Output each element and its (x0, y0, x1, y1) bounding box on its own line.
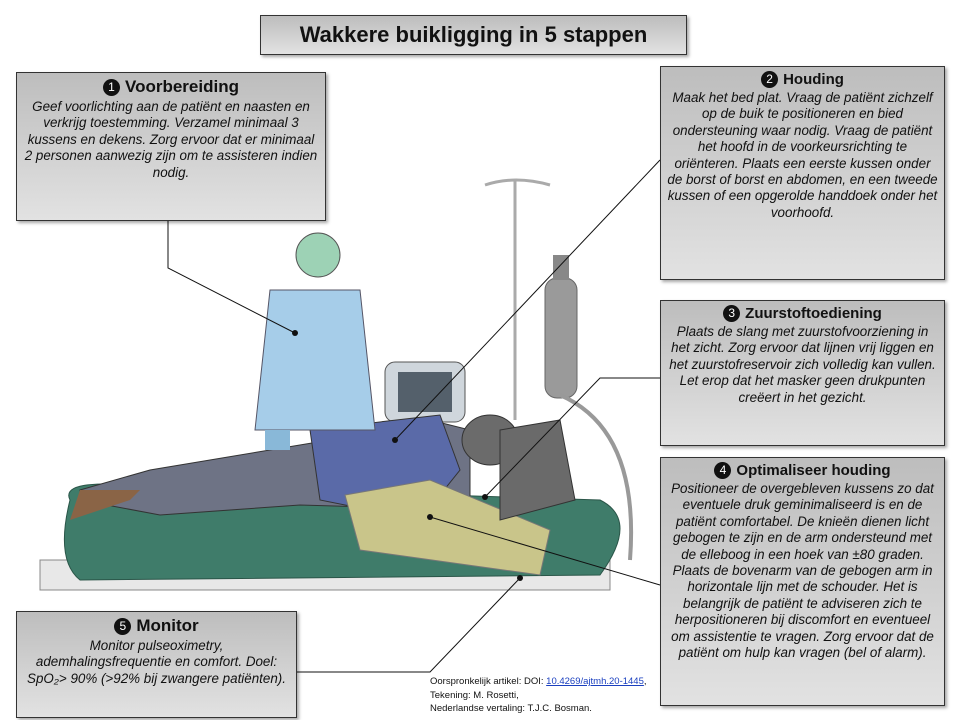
step-heading: Optimaliseer houding (736, 462, 891, 479)
step-number-icon: 3 (723, 305, 741, 322)
step-number-icon: 4 (714, 462, 732, 479)
leader-dots (292, 330, 523, 581)
step-text: Maak het bed plat. Vraag de patiënt zich… (667, 90, 938, 220)
iv-pole (484, 178, 551, 420)
step-text: Monitor pulseoximetry, ademhalingsfreque… (27, 638, 286, 686)
drawing-credit: Tekening: M. Rosetti, (430, 689, 519, 701)
step-text: Geef voorlichting aan de patiënt en naas… (24, 99, 318, 180)
step-number-icon: 2 (761, 71, 779, 88)
nurse (254, 232, 376, 450)
credits: Oorspronkelijk artikel: DOI: 10.4269/ajt… (430, 675, 647, 716)
patient (70, 414, 576, 576)
article-label: Oorspronkelijk artikel: DOI: (430, 676, 547, 687)
step-number-icon: 1 (103, 78, 120, 96)
translation-credit: Nederlandse vertaling: T.J.C. Bosman. (430, 703, 592, 714)
leader-lines (167, 159, 661, 673)
step-heading: Monitor (136, 616, 199, 635)
step-heading: Voorbereiding (125, 77, 239, 96)
step-1-box: 1 Voorbereiding Geef voorlichting aan de … (16, 72, 326, 221)
page-title: Wakkere buikligging in 5 stappen (260, 15, 687, 55)
monitor-device (384, 361, 466, 423)
step-heading: Houding (783, 71, 844, 88)
step-text: Positioneer de overgebleven kussens zo d… (671, 481, 934, 661)
doi-suffix: , (643, 676, 647, 687)
oxygen-tank (544, 255, 578, 399)
step-heading: Zuurstoftoediening (745, 305, 882, 322)
step-number-icon: 5 (114, 617, 132, 635)
doi-link[interactable]: 10.4269/ajtmh.20-1445 (546, 676, 644, 687)
step-text: Plaats de slang met zuurstofvoorziening … (669, 324, 936, 405)
